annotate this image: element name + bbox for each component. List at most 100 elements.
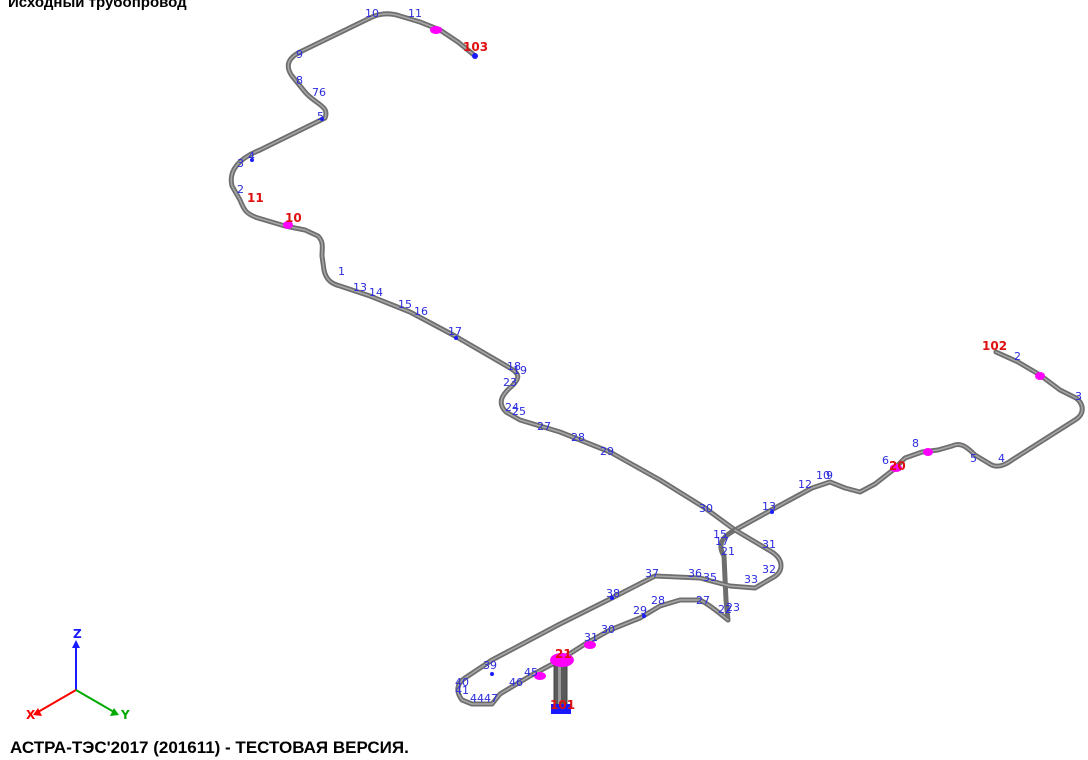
node-label: 3 [237,157,244,170]
support-marker [490,672,494,676]
z-axis-arrow [72,640,80,648]
node-label: 44 [470,692,484,705]
node-label: 10 [816,469,830,482]
x-axis-label: X [26,708,36,722]
node-label: 28 [651,594,665,607]
node-label: 29 [600,445,614,458]
support-marker [770,510,774,514]
node-label: 16 [414,305,428,318]
node-label: 8 [296,74,303,87]
y-axis-arrow [110,708,119,716]
node-label: 24 [505,401,519,414]
pipeline-isometric-view: 10 11 9 8 76 5 3 4 2 1 13 14 15 16 17 18… [26,7,1085,722]
stand-pipe-highlight [558,664,561,706]
pipe-upper-branch [228,11,738,533]
pipeline [228,11,1085,707]
anchor-label: 102 [982,339,1007,353]
node-label: 31 [584,631,598,644]
node-label: 4 [998,452,1005,465]
version-footer: АСТРА-ТЭС'2017 (201611) - ТЕСТОВАЯ ВЕРСИ… [10,738,409,757]
node-label: 35 [703,571,717,584]
support-marker [642,614,646,618]
pipe-lower-inner [489,597,731,707]
reducer-fitting [584,641,596,649]
valve-fitting [283,221,293,229]
pipe-right-branch [732,349,1085,533]
node-label: 76 [312,86,326,99]
valve-fitting [890,464,902,472]
fittings [283,26,1045,680]
node-label: 17 [448,325,462,338]
node-label: 36 [688,567,702,580]
node-label: 29 [633,604,647,617]
node-label: 10 [365,7,379,20]
node-label: 30 [601,623,615,636]
node-label: 30 [699,502,713,515]
node-label: 33 [744,573,758,586]
node-label: 23 [726,601,740,614]
pipe-lower-outer-hi [457,529,782,705]
node-label: 5 [970,452,977,465]
node-label: 3 [1075,390,1082,403]
node-label: 19 [513,364,527,377]
view-title: Исходный трубопровод [8,0,187,11]
node-label: 9 [826,469,833,482]
node-label: 1 [338,265,345,278]
anchor-label: 103 [463,40,488,54]
tee-fitting [550,653,574,667]
node-label: 13 [353,281,367,294]
node-label: 6 [882,454,889,467]
node-label: 5 [317,110,324,123]
support-marker [610,596,614,600]
node-label: 21 [721,545,735,558]
z-axis-label: Z [73,627,82,641]
node-label: 4 [248,150,255,163]
y-axis-line [75,689,115,713]
node-label: 37 [645,567,659,580]
node-label: 47 [484,692,498,705]
node-label: 17 [715,535,729,548]
reducer-fitting [534,672,546,680]
node-label: 38 [606,587,620,600]
x-axis-arrow [33,708,42,716]
support-marker [250,158,254,162]
node-label: 23 [503,376,517,389]
node-numbers: 10 11 9 8 76 5 3 4 2 1 13 14 15 16 17 18… [237,7,1082,705]
anchor-label: 101 [550,698,575,712]
anchor-labels: 103 102 101 21 10 20 11 [247,40,1007,712]
support-marker [320,117,324,121]
node-label: 8 [912,437,919,450]
pipe-right-branch-hi [734,351,1083,531]
pipe-lower-inner-hi [491,599,729,705]
anchor-label: 10 [285,211,302,225]
node-label: 12 [798,478,812,491]
node-label: 2 [237,183,244,196]
valve-fitting [1035,372,1045,380]
node-label: 41 [455,684,469,697]
node-label: 46 [509,676,523,689]
node-label: 31 [762,538,776,551]
node-label: 40 [455,676,469,689]
axis-triad: Z X Y [26,627,130,722]
node-label: 22 [718,603,732,616]
pipe-riser [718,527,738,623]
node-label: 32 [762,563,776,576]
node-label: 15 [713,528,727,541]
valve-fitting [923,448,933,456]
node-label: 27 [537,420,551,433]
node-label: 45 [524,666,538,679]
anchor-support [551,704,571,714]
node-label: 15 [398,298,412,311]
x-axis-line [37,689,77,713]
end-support [472,53,478,59]
node-label: 13 [762,500,776,513]
node-label: 2 [1014,350,1021,363]
node-label: 25 [512,405,526,418]
valve-fitting [430,26,442,34]
anchor-label: 20 [889,459,906,473]
node-label: 18 [507,360,521,373]
anchor-label: 21 [555,647,572,661]
node-label: 27 [696,594,710,607]
support-marker [454,336,458,340]
node-label: 39 [483,659,497,672]
